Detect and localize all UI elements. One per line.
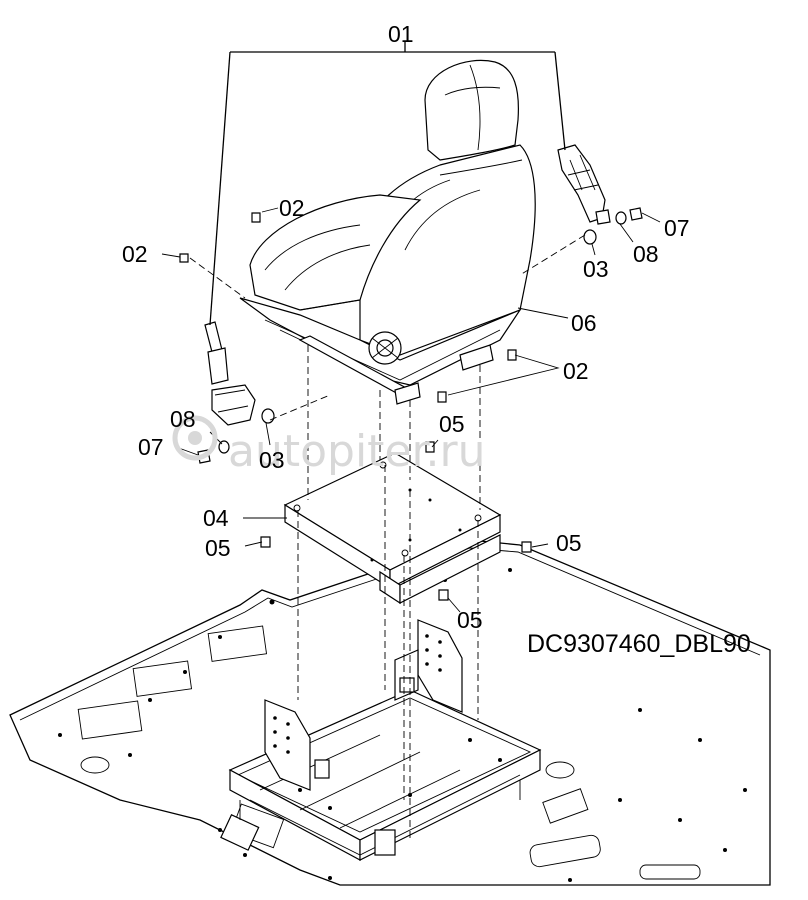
callout-08-right: 08: [633, 241, 659, 267]
drawing-code: DC9307460_DBL90: [527, 630, 751, 658]
left-seatbelt-retractor: [204, 321, 256, 426]
operator-seat-assembly: [239, 59, 536, 405]
floor-plate: [9, 539, 771, 886]
watermark-text: autopiter.ru: [228, 426, 486, 477]
callout-08-left: 08: [170, 406, 196, 432]
projection-lines: [189, 234, 586, 840]
callout-05-bottom: 05: [457, 607, 483, 633]
callout-02-right: 02: [563, 358, 589, 384]
right-seatbelt-buckle: [557, 144, 611, 225]
callout-03-left: 03: [259, 447, 285, 473]
mounting-plate-04: [283, 452, 502, 605]
callout-06: 06: [571, 310, 597, 336]
callout-labels: 01 02 02 02 03 03 04 05 05 05 05 06 07 0…: [122, 21, 690, 633]
callout-01: 01: [388, 21, 414, 47]
callout-05-left: 05: [205, 535, 231, 561]
callout-05-right: 05: [556, 530, 582, 556]
callout-05-center: 05: [439, 411, 465, 437]
callout-03-right: 03: [583, 256, 609, 282]
seat-rail-frame: [220, 619, 542, 862]
callout-02-left: 02: [122, 241, 148, 267]
watermark: autopiter.ru: [172, 415, 486, 477]
callout-07-right: 07: [664, 215, 690, 241]
callout-02-top: 02: [279, 195, 305, 221]
callout-07-left: 07: [138, 434, 164, 460]
hardware-bolts: [179, 207, 643, 601]
callout-04: 04: [203, 505, 229, 531]
